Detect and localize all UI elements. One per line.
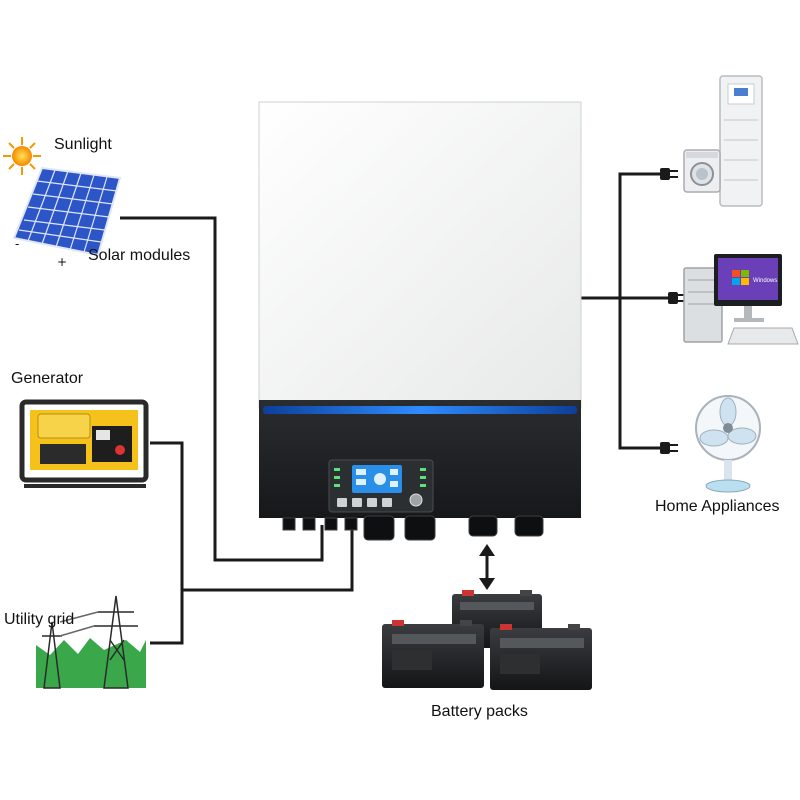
monitor-logo: Windows: [753, 278, 777, 284]
plug-icon: [660, 442, 678, 454]
sunlight-label: Sunlight: [54, 136, 112, 153]
power-tower-icon: [36, 595, 146, 689]
air-conditioner-icon: [719, 75, 763, 207]
utility-grid-label: Utility grid: [4, 611, 75, 628]
generator-label: Generator: [11, 370, 84, 387]
power-switch: [409, 493, 423, 507]
washing-machine-icon: [683, 149, 721, 193]
battery-icon: [382, 620, 484, 688]
load-bus: [618, 172, 660, 450]
sun-icon: [3, 137, 41, 175]
solar-wire: [120, 216, 324, 562]
solar-panel-icon: [12, 166, 122, 257]
inverter: [258, 101, 582, 541]
solar-positive-sign: +: [57, 255, 68, 269]
battery-packs-label: Battery packs: [431, 703, 528, 720]
generator-wire: [150, 441, 184, 645]
home-appliances-label: Home Appliances: [655, 498, 780, 515]
battery-icon: [490, 624, 592, 690]
fan-icon: [695, 395, 761, 493]
solar-modules-label: Solar modules: [88, 247, 191, 264]
wiring: [120, 172, 668, 645]
solar-negative-sign: -: [15, 237, 20, 251]
generator-icon: [19, 399, 149, 488]
inverter-body: [258, 101, 582, 409]
grid-wire: [182, 525, 354, 592]
double-arrow-icon: [479, 544, 495, 590]
terminals: [282, 515, 544, 541]
inverter-accent-strip: [263, 406, 577, 414]
plug-icon: [660, 168, 678, 180]
battery-pack-group: [382, 590, 592, 690]
computer-icon: Windows: [683, 254, 799, 345]
